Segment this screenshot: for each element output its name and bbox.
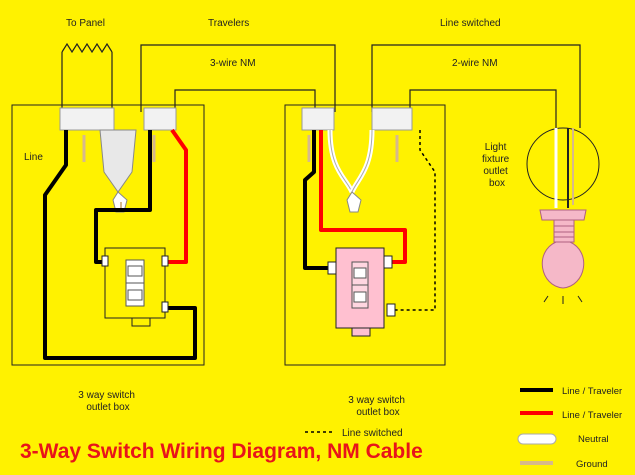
label-line-switched-top: Line switched xyxy=(440,18,501,29)
label-dashed-line-switched: Line switched xyxy=(342,428,403,439)
middle-neutral-splice xyxy=(327,129,375,213)
panel-cable xyxy=(61,42,113,112)
legend-label-red: Line / Traveler xyxy=(562,410,622,421)
clamp-left-3wire xyxy=(143,107,177,131)
middle-outlet-box xyxy=(284,104,446,366)
legend-label-neutral: Neutral xyxy=(578,434,609,445)
label-middle-box: 3 way switch outlet box xyxy=(348,395,407,418)
clamp-middle-3wire xyxy=(301,107,335,131)
middle-three-way-switch xyxy=(327,247,396,337)
label-travelers: Travelers xyxy=(208,18,249,29)
left-outlet-box xyxy=(11,104,205,366)
legend-swatch-neutral xyxy=(517,433,557,445)
clamp-panel xyxy=(59,107,115,131)
label-light-fixture-box: Light fixture outlet box xyxy=(482,142,512,189)
three-wire-cable-outer xyxy=(140,44,336,112)
label-to-panel: To Panel xyxy=(66,18,105,29)
diagram-title: 3-Way Switch Wiring Diagram, NM Cable xyxy=(20,440,423,463)
dashed-switched-wire xyxy=(395,130,436,311)
label-three-wire-nm: 3-wire NM xyxy=(210,58,256,69)
label-left-box: 3 way switch outlet box xyxy=(78,390,137,413)
light-fixture xyxy=(526,127,600,304)
label-line: Line xyxy=(24,152,43,163)
label-two-wire-nm: 2-wire NM xyxy=(452,58,498,69)
red-wires xyxy=(166,128,407,264)
legend-label-ground: Ground xyxy=(576,459,608,470)
two-wire-cable-outer xyxy=(371,44,581,128)
ground-wires xyxy=(82,135,399,162)
left-three-way-switch xyxy=(101,247,169,327)
clamp-middle-2wire xyxy=(371,107,413,131)
legend-label-black: Line / Traveler xyxy=(562,386,622,397)
legend: Line / Traveler Line / Traveler Neutral … xyxy=(517,386,622,470)
black-wires xyxy=(43,130,330,360)
three-wire-cable-inner xyxy=(174,89,316,112)
